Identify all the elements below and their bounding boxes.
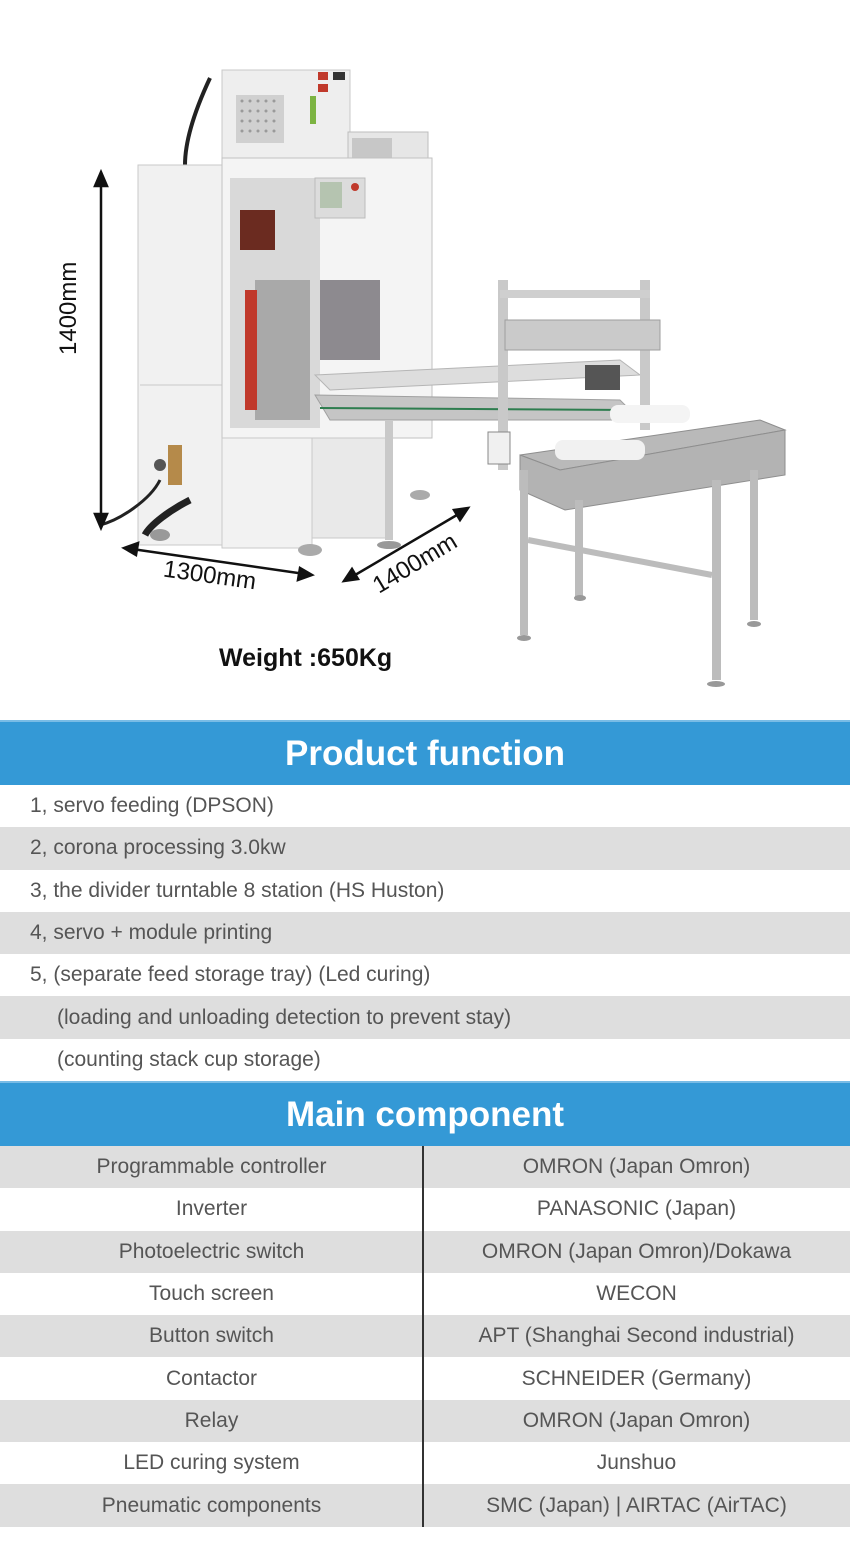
table-row: Programmable controller OMRON (Japan Omr… [0,1146,850,1189]
function-item: 1, servo feeding (DPSON) [0,785,850,827]
product-function-header: Product function [0,720,850,785]
table-row: Contactor SCHNEIDER (Germany) [0,1357,850,1399]
machine-illustration [93,69,787,687]
component-name: Touch screen [149,1282,274,1306]
component-brand: PANASONIC (Japan) [536,1197,737,1221]
product-function-list: 1, servo feeding (DPSON) 2, corona proce… [0,785,850,1081]
product-image-area: 1400mm 1300mm 1400mm Weight :650Kg [0,0,850,720]
table-row: Inverter PANASONIC (Japan) [0,1188,850,1230]
function-item: 5, (separate feed storage tray) (Led cur… [0,954,850,996]
weight-label: Weight :650Kg [219,644,393,672]
table-row: Relay OMRON (Japan Omron) [0,1399,850,1443]
product-function-title: Product function [285,733,565,773]
component-name: Contactor [165,1366,258,1390]
table-row: Button switch APT (Shanghai Second indus… [0,1315,850,1358]
component-brand: APT (Shanghai Second industrial) [478,1324,795,1348]
function-item-text: 2, corona processing 3.0kw [30,836,286,860]
component-brand: WECON [596,1282,677,1306]
component-name: Programmable controller [96,1155,327,1179]
table-row: Touch screen WECON [0,1273,850,1315]
component-brand: Junshuo [596,1451,677,1475]
table-row: Photoelectric switch OMRON (Japan Omron)… [0,1230,850,1273]
table-column-divider [422,1146,424,1527]
function-item: 4, servo + module printing [0,911,850,955]
component-name: Inverter [175,1197,248,1221]
component-brand: SMC (Japan) | AIRTAC (AirTAC) [486,1493,787,1517]
main-component-title: Main component [285,1094,565,1134]
main-component-header: Main component [0,1081,850,1146]
table-row: Pneumatic components SMC (Japan) | AIRTA… [0,1484,850,1527]
function-item-text: (counting stack cup storage) [57,1047,321,1071]
component-brand: OMRON (Japan Omron) [522,1155,751,1179]
component-name: LED curing system [123,1451,300,1475]
function-item-text: 5, (separate feed storage tray) (Led cur… [30,963,431,987]
component-name: Photoelectric switch [118,1239,305,1263]
component-brand: SCHNEIDER (Germany) [521,1366,752,1390]
function-item: 3, the divider turntable 8 station (HS H… [0,870,850,912]
table-row: LED curing system Junshuo [0,1442,850,1484]
function-item-text: 4, servo + module printing [30,921,273,945]
function-item: (counting stack cup storage) [0,1039,850,1081]
component-name: Pneumatic components [101,1493,322,1517]
height-dimension-label: 1400mm [55,261,82,355]
component-brand: OMRON (Japan Omron) [522,1408,751,1432]
main-component-table: Programmable controller OMRON (Japan Omr… [0,1146,850,1527]
function-item-text: 3, the divider turntable 8 station (HS H… [30,878,445,902]
component-name: Button switch [149,1324,274,1348]
function-item: 2, corona processing 3.0kw [0,827,850,870]
function-item: (loading and unloading detection to prev… [0,996,850,1039]
function-item-text: 1, servo feeding (DPSON) [30,794,274,818]
component-name: Relay [184,1408,239,1432]
component-brand: OMRON (Japan Omron)/Dokawa [481,1239,792,1263]
function-item-text: (loading and unloading detection to prev… [57,1005,512,1029]
